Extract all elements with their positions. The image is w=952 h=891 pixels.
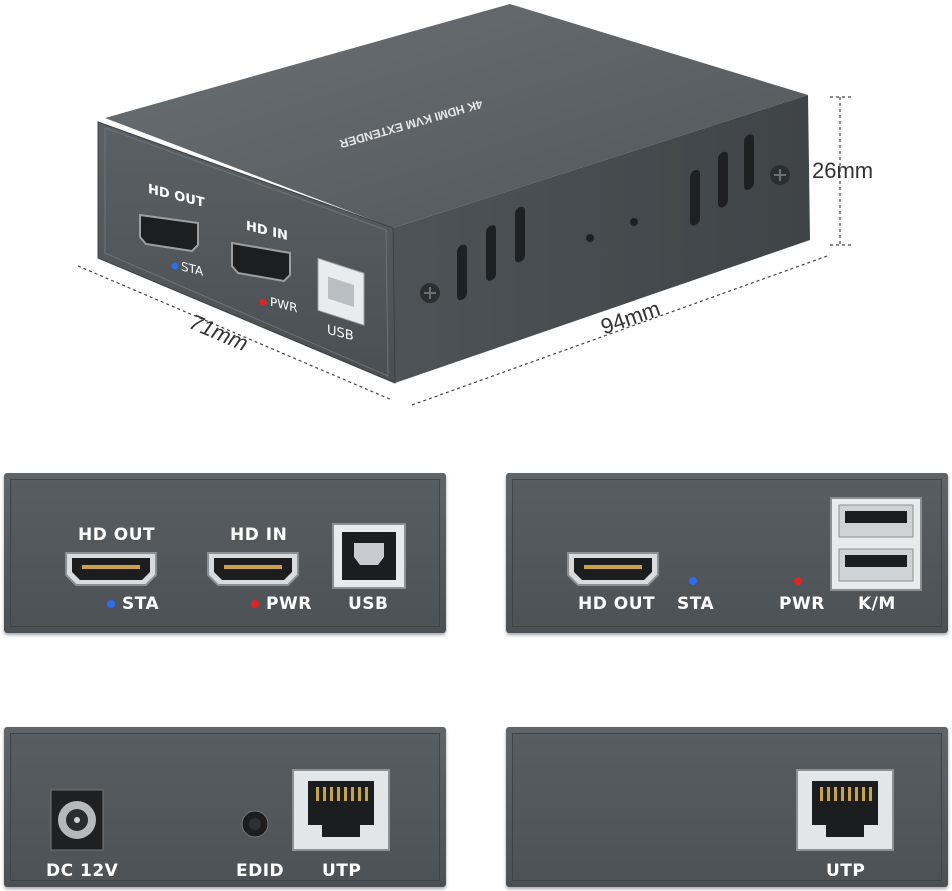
- km-label: K/M: [858, 594, 896, 614]
- rj45-port: [796, 769, 894, 851]
- usb-b-port: [332, 523, 406, 589]
- usb-label: USB: [348, 594, 389, 614]
- height-dimension: 26mm: [812, 158, 874, 183]
- device-side-face: [393, 95, 810, 383]
- receiver-back-panel: UTP: [506, 727, 948, 887]
- transmitter-back-panel: DC 12V EDID UTP: [4, 727, 446, 887]
- hdmi-in-port: [207, 552, 299, 586]
- utp-label: UTP: [826, 861, 866, 881]
- front-hdmi-out-port: [139, 213, 199, 253]
- sta-led: [689, 577, 697, 585]
- hdmi-out-port: [567, 552, 659, 586]
- sta-label: STA: [677, 594, 715, 614]
- rj45-port: [292, 769, 390, 851]
- sta-led: [171, 262, 179, 270]
- utp-label: UTP: [322, 861, 362, 881]
- edid-label: EDID: [236, 861, 285, 881]
- pwr-led: [794, 577, 802, 585]
- transmitter-front-panel: HD OUT STA HD IN PWR USB: [4, 473, 446, 633]
- hd-out-label: HD OUT: [78, 525, 156, 545]
- dc-12v-label: DC 12V: [46, 861, 119, 881]
- usb-a-ports: [830, 497, 922, 591]
- front-usb-port: [317, 257, 365, 326]
- side-vents: [457, 134, 754, 301]
- hd-in-label: HD IN: [230, 525, 288, 545]
- pwr-label: PWR: [779, 594, 825, 614]
- hd-out-label: HD OUT: [578, 594, 656, 614]
- hdmi-out-port: [65, 552, 157, 586]
- sta-label: STA: [122, 594, 160, 614]
- pwr-led: [259, 298, 267, 306]
- edid-button: [241, 810, 269, 838]
- receiver-front-panel: HD OUT STA PWR K/M: [506, 473, 948, 633]
- pwr-led: [251, 600, 259, 608]
- product-illustration: 4K HDMI KVM EXTENDER: [77, 4, 852, 406]
- sta-led: [107, 600, 115, 608]
- pwr-label: PWR: [266, 594, 312, 614]
- front-hdmi-in-port: [231, 241, 291, 283]
- dc-power-jack: [50, 789, 104, 851]
- device-top-face: [105, 4, 808, 228]
